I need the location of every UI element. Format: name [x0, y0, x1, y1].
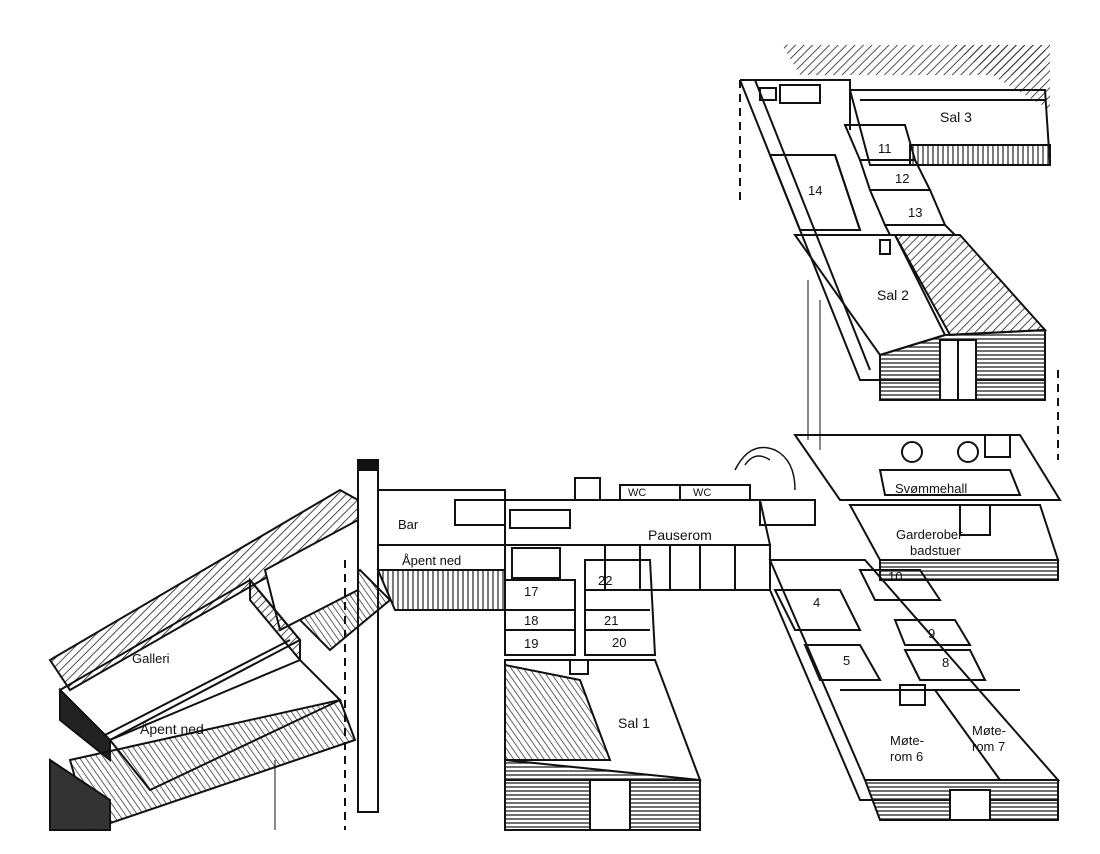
label-garderober: Garderober — [896, 527, 963, 542]
label-room-14: 14 — [808, 183, 823, 198]
label-apent-ned-bottom: Åpent ned — [140, 721, 204, 737]
label-room-5: 5 — [843, 653, 851, 668]
label-bar: Bar — [398, 517, 419, 532]
label-moterom-6-line2: rom 6 — [890, 749, 924, 764]
label-moterom-6-line1: Møte- — [890, 733, 924, 748]
pool-block — [793, 434, 1062, 581]
label-apent-ned-top: Åpent ned — [402, 553, 462, 568]
label-sal-3: Sal 3 — [940, 109, 972, 125]
label-room-11: 11 — [878, 141, 892, 156]
label-room-21: 21 — [604, 613, 619, 628]
label-sal-1: Sal 1 — [618, 715, 650, 731]
west-wing — [48, 488, 359, 832]
label-room-4: 4 — [813, 595, 821, 610]
label-room-10: 10 — [888, 569, 903, 584]
east-wing — [768, 559, 1061, 821]
north-wing — [739, 45, 1059, 460]
label-galleri: Galleri — [132, 651, 170, 666]
label-room-13: 13 — [908, 205, 923, 220]
south-wing — [504, 559, 702, 831]
label-room-22: 22 — [598, 573, 613, 588]
label-moterom-7-line1: Møte- — [972, 723, 1006, 738]
label-sal-2: Sal 2 — [877, 287, 909, 303]
label-svommehall: Svømmehall — [895, 481, 968, 496]
label-room-18: 18 — [524, 613, 539, 628]
label-moterom-7-line2: rom 7 — [972, 739, 1006, 754]
label-badstuer: badstuer — [910, 543, 961, 558]
label-room-8: 8 — [942, 655, 950, 670]
label-pauserom: Pauserom — [648, 527, 712, 543]
label-room-20: 20 — [612, 635, 627, 650]
label-room-17: 17 — [524, 584, 539, 599]
label-room-12: 12 — [895, 171, 910, 186]
label-room-9: 9 — [928, 626, 936, 641]
label-wc-1: WC — [628, 487, 647, 499]
label-wc-2: WC — [693, 487, 712, 499]
label-room-19: 19 — [524, 636, 539, 651]
